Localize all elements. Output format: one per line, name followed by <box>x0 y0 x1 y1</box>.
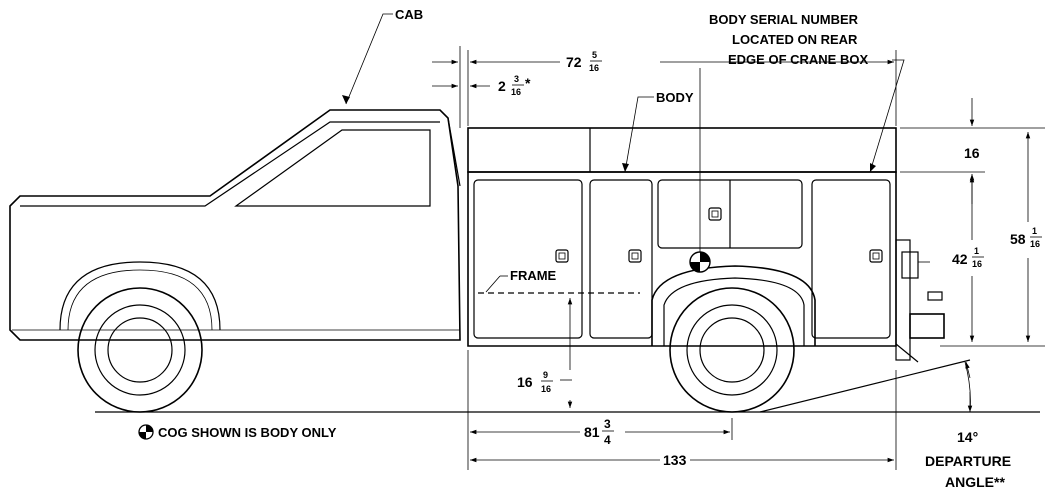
cog-marker-icon <box>689 251 711 273</box>
door-handle-icon <box>708 207 722 221</box>
svg-text:14°: 14° <box>957 429 978 445</box>
svg-text:81: 81 <box>584 424 600 440</box>
departure-angle-line <box>759 359 971 413</box>
truck-cab <box>9 109 461 341</box>
svg-text:3: 3 <box>514 74 519 84</box>
cog-note-text: COG SHOWN IS BODY ONLY <box>158 425 337 440</box>
door-handle-icon <box>628 249 642 263</box>
utility-body <box>467 127 945 363</box>
serial-label-line3: EDGE OF CRANE BOX <box>728 52 868 67</box>
svg-text:16: 16 <box>1030 239 1040 249</box>
svg-text:58: 58 <box>1010 231 1026 247</box>
svg-text:16: 16 <box>589 63 599 73</box>
front-wheel <box>77 287 203 413</box>
dim-body-height: 42 1 16 <box>952 176 984 342</box>
door-handle-icon <box>869 249 883 263</box>
serial-label-line1: BODY SERIAL NUMBER <box>709 12 859 27</box>
svg-text:4: 4 <box>604 433 611 447</box>
departure-label-line2: ANGLE** <box>945 474 1005 490</box>
cog-symbol-icon <box>138 424 154 440</box>
dim-departure-angle: 14° DEPARTURE ANGLE** <box>925 361 1011 490</box>
dim-overall-length: 133 <box>470 452 894 468</box>
svg-text:1: 1 <box>974 246 979 256</box>
svg-text:72: 72 <box>566 54 582 70</box>
rear-wheel <box>669 287 795 413</box>
svg-text:42: 42 <box>952 251 968 267</box>
svg-text:16: 16 <box>511 87 521 97</box>
rear-crane-mechanism <box>895 239 945 363</box>
svg-text:1: 1 <box>1032 226 1037 236</box>
svg-text:9: 9 <box>543 370 548 380</box>
cab-label: CAB <box>395 7 423 22</box>
svg-text:16: 16 <box>541 384 551 394</box>
svg-text:5: 5 <box>592 50 597 60</box>
svg-text:133: 133 <box>663 452 687 468</box>
departure-label-line1: DEPARTURE <box>925 453 1011 469</box>
dim-cab-gap: 2 3 16 * <box>432 59 531 97</box>
dim-frame-height: 16 9 16 <box>517 298 573 408</box>
svg-text:16: 16 <box>964 145 980 161</box>
svg-text:16: 16 <box>972 259 982 269</box>
serial-label-line2: LOCATED ON REAR <box>732 32 858 47</box>
svg-text:16: 16 <box>517 374 533 390</box>
frame-label: FRAME <box>510 268 557 283</box>
door-handle-icon <box>555 249 569 263</box>
svg-text:3: 3 <box>604 417 611 431</box>
dim-cog-to-axle: 81 3 4 <box>470 417 730 447</box>
cog-note: COG SHOWN IS BODY ONLY <box>138 424 337 440</box>
svg-text:*: * <box>525 75 531 91</box>
svg-text:2: 2 <box>498 78 506 94</box>
dim-body-length: 72 5 16 <box>470 50 894 73</box>
body-label: BODY <box>656 90 694 105</box>
dim-overall-height: 58 1 16 <box>1010 132 1042 342</box>
